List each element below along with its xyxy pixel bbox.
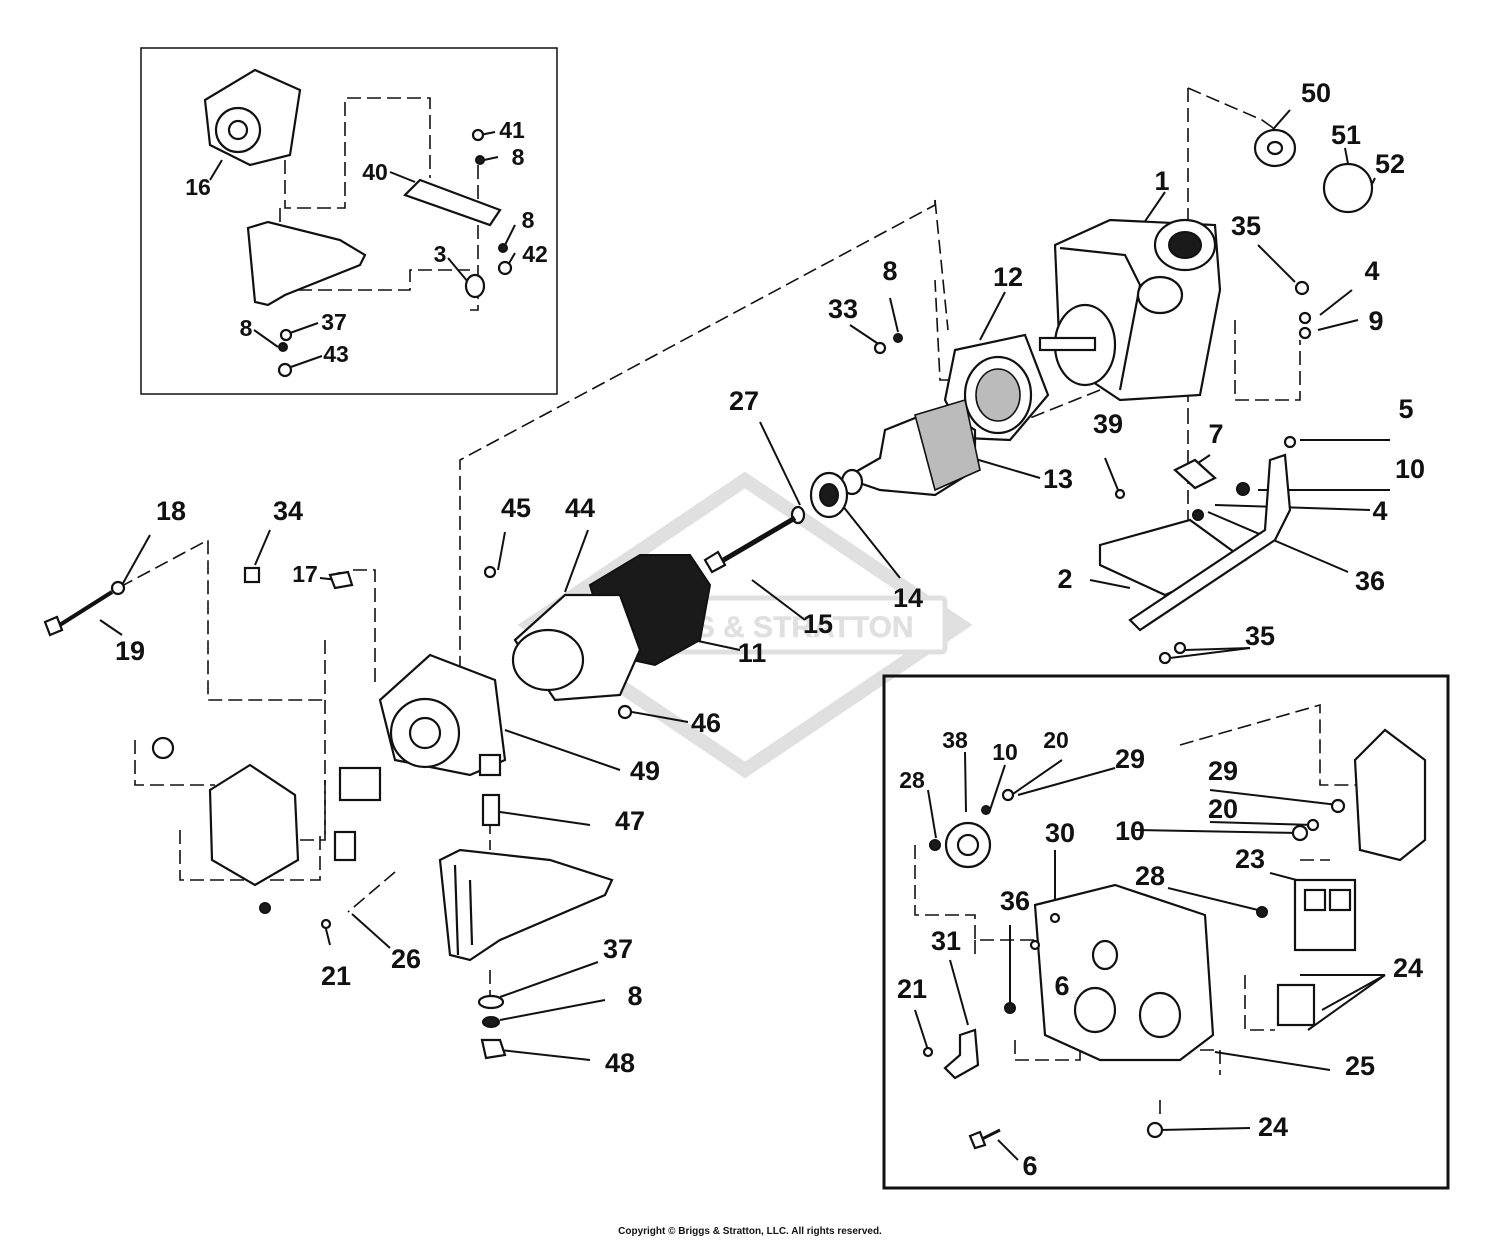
callout-17: 17 (292, 561, 318, 587)
callout-7: 7 (1208, 419, 1223, 449)
inset-frame-top-left (140, 47, 558, 395)
callout-6: 6 (1022, 1151, 1037, 1181)
callout-10: 10 (1115, 816, 1145, 846)
callout-19: 19 (115, 636, 145, 666)
callout-36: 36 (1000, 886, 1030, 916)
callout-8: 8 (240, 315, 253, 341)
callout-26: 26 (391, 944, 421, 974)
breaker-part-24 (1276, 983, 1316, 1027)
callout-37: 37 (321, 309, 347, 335)
callout-44: 44 (565, 493, 595, 523)
inset-frame-bottom-right (882, 674, 1450, 1190)
callout-41: 41 (499, 117, 525, 143)
callout-12: 12 (993, 262, 1023, 292)
engine-part-1 (1038, 218, 1222, 402)
callout-39: 39 (1093, 409, 1123, 439)
callout-34: 34 (273, 496, 303, 526)
callout-8: 8 (522, 207, 535, 233)
callout-51: 51 (1331, 120, 1361, 150)
engine-hint-bottom-right (1353, 728, 1427, 862)
callout-20: 20 (1043, 727, 1069, 753)
panel-part-25 (1033, 883, 1215, 1062)
callout-8: 8 (882, 256, 897, 286)
callout-40: 40 (362, 159, 388, 185)
frame-part-2 (1098, 453, 1292, 632)
callout-52: 52 (1375, 149, 1405, 179)
callout-28: 28 (1135, 861, 1165, 891)
callout-36: 36 (1355, 566, 1385, 596)
callout-6: 6 (1054, 971, 1069, 1001)
copyright-notice: Copyright © Briggs & Stratton, LLC. All … (618, 1226, 882, 1237)
callout-5: 5 (1398, 394, 1413, 424)
bracket-part-7 (1173, 458, 1217, 490)
flange-part-50 (1253, 128, 1297, 168)
callout-37: 37 (603, 934, 633, 964)
callout-15: 15 (803, 609, 833, 639)
callout-30: 30 (1045, 818, 1075, 848)
hardware-inset-br (922, 788, 1346, 1139)
callout-43: 43 (323, 341, 349, 367)
inset-housing-16 (203, 68, 302, 167)
callout-10: 10 (1395, 454, 1425, 484)
callout-8: 8 (512, 144, 525, 170)
callout-4: 4 (1372, 496, 1387, 526)
callout-2: 2 (1057, 564, 1072, 594)
callout-4: 4 (1364, 256, 1379, 286)
callout-50: 50 (1301, 78, 1331, 108)
callout-1: 1 (1154, 166, 1169, 196)
callout-20: 20 (1208, 794, 1238, 824)
callout-3: 3 (434, 241, 447, 267)
inset-bracket-40 (402, 178, 502, 227)
control-panel-left (208, 566, 382, 887)
callout-24: 24 (1258, 1112, 1288, 1142)
callout-21: 21 (897, 974, 927, 1004)
callout-9: 9 (1368, 306, 1383, 336)
callout-10: 10 (992, 739, 1018, 765)
callout-38: 38 (942, 727, 968, 753)
callout-35: 35 (1231, 211, 1261, 241)
rod-part-15 (703, 515, 797, 574)
stator-part-11 (511, 554, 712, 702)
callout-11: 11 (738, 638, 767, 668)
bolts (43, 590, 1001, 1150)
plate-part-51 (1322, 162, 1374, 214)
callout-labels: 1 2 3 4 4 5 6 6 7 8 8 8 8 8 9 10 10 10 1… (115, 78, 1425, 1181)
outlet-part-38 (944, 821, 992, 869)
callout-24: 24 (1393, 953, 1423, 983)
callout-13: 13 (1043, 464, 1073, 494)
housing-part-49 (378, 653, 507, 777)
callout-45: 45 (501, 493, 531, 523)
rotor-part-13 (840, 398, 981, 497)
callout-29: 29 (1208, 756, 1238, 786)
callout-49: 49 (630, 756, 660, 786)
foot-bracket (438, 793, 614, 1060)
callout-18: 18 (156, 496, 186, 526)
adapter-part-12 (943, 333, 1050, 442)
clamp-part-31 (943, 1028, 980, 1080)
inset-foot (246, 220, 367, 307)
callout-33: 33 (828, 294, 858, 324)
receptacle-part-23 (1293, 878, 1357, 952)
callout-29: 29 (1115, 744, 1145, 774)
callout-14: 14 (893, 583, 923, 613)
callout-35: 35 (1245, 621, 1275, 651)
bearing-part-14 (809, 471, 849, 519)
callout-27: 27 (729, 386, 759, 416)
callout-48: 48 (605, 1048, 635, 1078)
callout-42: 42 (522, 241, 548, 267)
callout-46: 46 (691, 708, 721, 738)
callout-47: 47 (615, 806, 645, 836)
callout-28: 28 (899, 767, 925, 793)
callout-21: 21 (321, 961, 351, 991)
callout-23: 23 (1235, 844, 1265, 874)
callout-31: 31 (931, 926, 961, 956)
callout-8: 8 (627, 981, 642, 1011)
callout-25: 25 (1345, 1051, 1375, 1081)
callout-16: 16 (185, 174, 211, 200)
